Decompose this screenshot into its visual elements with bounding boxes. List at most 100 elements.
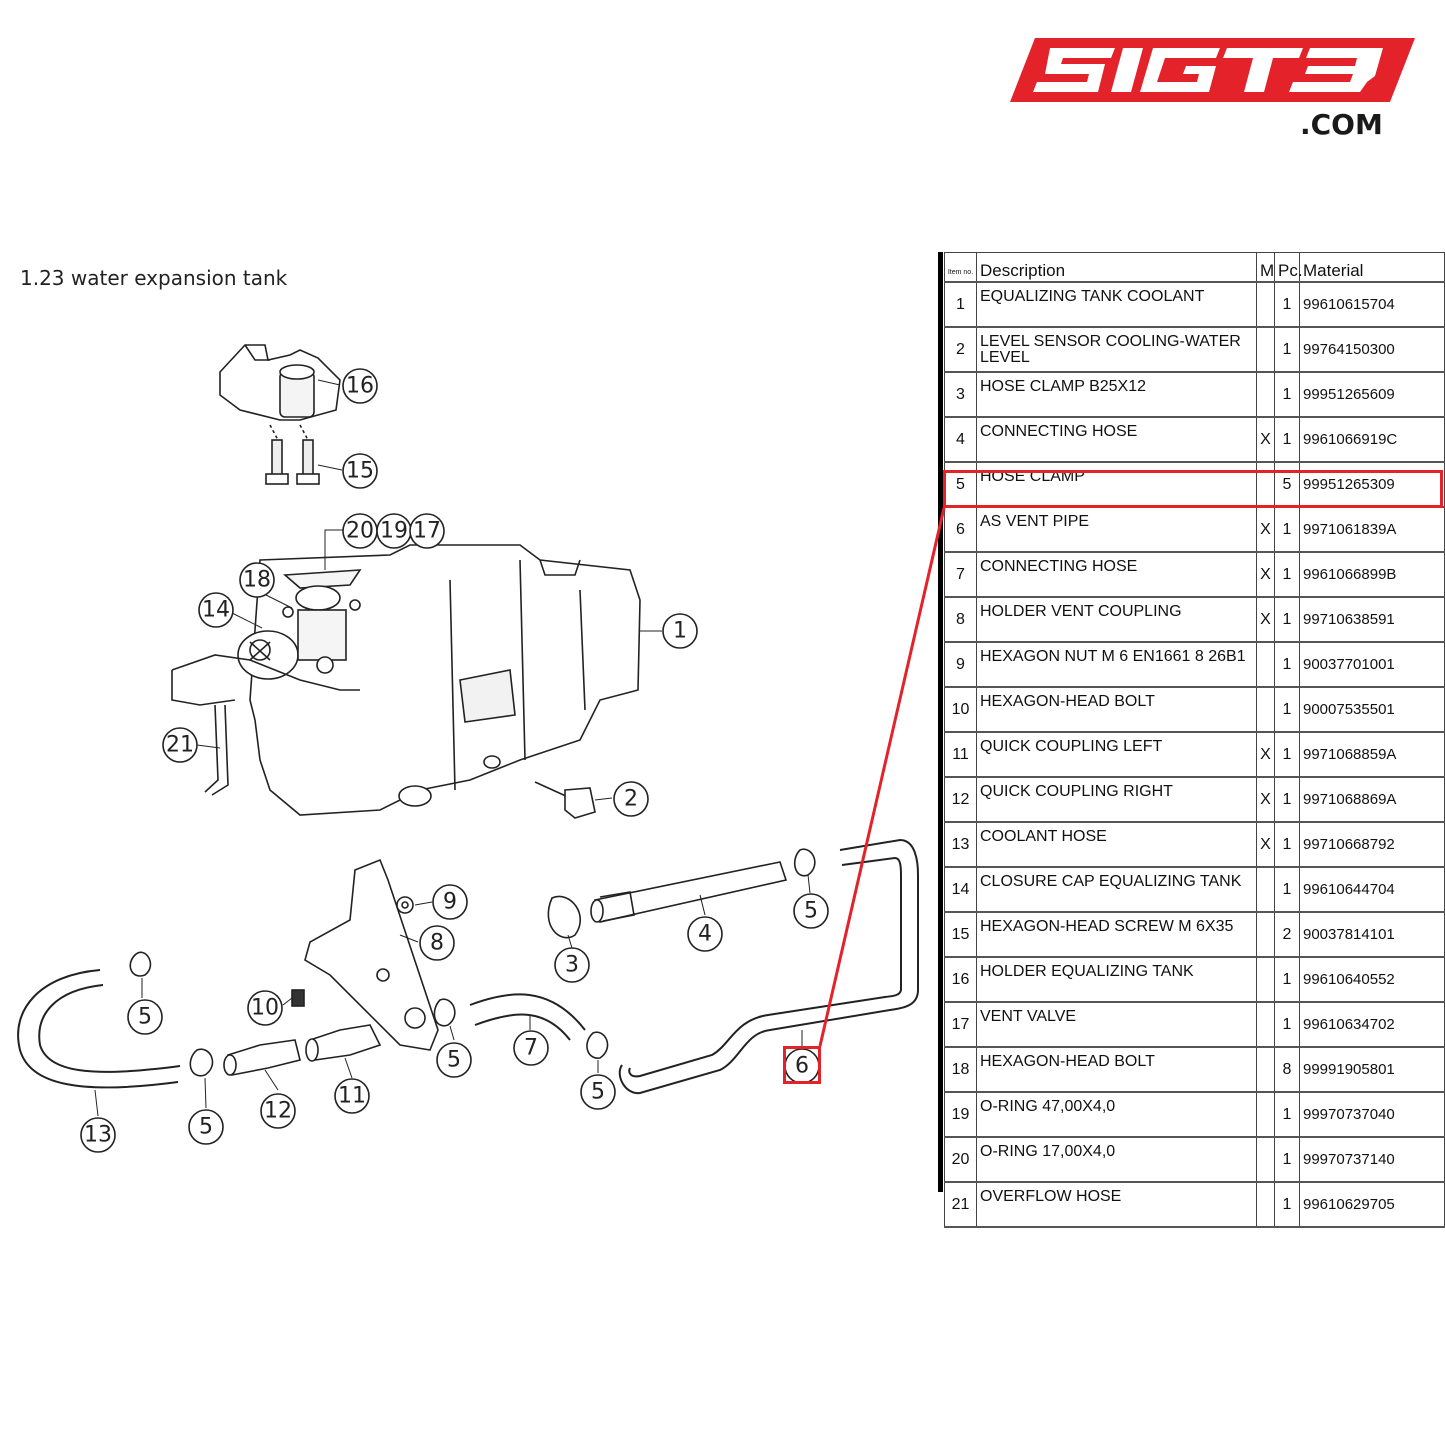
part-level-sensor-2[interactable] xyxy=(534,781,596,819)
part-overflow-hose-21[interactable] xyxy=(171,654,360,796)
label-5[interactable]: 5 xyxy=(199,1115,213,1140)
part-vent-valve-17[interactable] xyxy=(295,585,347,674)
label-5[interactable]: 5 xyxy=(804,899,818,924)
item-no-cell: 7 xyxy=(944,551,977,598)
item-no-cell: 9 xyxy=(944,641,977,688)
label-12[interactable]: 12 xyxy=(264,1099,292,1124)
label-7[interactable]: 7 xyxy=(524,1036,538,1061)
brand-logo[interactable] xyxy=(1005,30,1420,145)
description-cell: O-RING 47,00X4,0 xyxy=(976,1091,1257,1138)
item-no-cell: 12 xyxy=(944,776,977,823)
pc-cell: 1 xyxy=(1274,1181,1300,1228)
label-14[interactable]: 14 xyxy=(202,598,230,623)
m-cell: X xyxy=(1256,731,1275,778)
label-17[interactable]: 17 xyxy=(413,519,441,544)
label-5[interactable]: 5 xyxy=(447,1048,461,1073)
part-hex-bolt-10[interactable] xyxy=(291,989,305,1007)
exploded-parts-diagram: 16 15 20 19 17 18 14 1 21 2 9 8 10 11 12… xyxy=(17,344,919,1153)
item-no-cell: 11 xyxy=(944,731,977,778)
m-cell xyxy=(1256,1181,1275,1228)
part-connecting-hose-7[interactable] xyxy=(469,993,586,1041)
item-no-cell: 20 xyxy=(944,1136,977,1183)
part-hex-nut-9[interactable] xyxy=(396,896,414,914)
item-no-cell: 10 xyxy=(944,686,977,733)
part-quick-coupling-11[interactable] xyxy=(305,1024,382,1062)
material-cell: 9971068859A xyxy=(1299,731,1445,778)
description-cell: QUICK COUPLING LEFT xyxy=(976,731,1257,778)
label-3[interactable]: 3 xyxy=(565,953,579,978)
label-16[interactable]: 16 xyxy=(346,374,374,399)
part-expansion-tank-1[interactable] xyxy=(249,544,641,816)
table-divider xyxy=(938,252,943,1192)
part-coolant-hose-13[interactable] xyxy=(17,969,181,1089)
label-19[interactable]: 19 xyxy=(380,519,408,544)
label-8[interactable]: 8 xyxy=(430,931,444,956)
label-5[interactable]: 5 xyxy=(591,1080,605,1105)
description-cell: CONNECTING HOSE xyxy=(976,416,1257,463)
label-13[interactable]: 13 xyxy=(84,1123,112,1148)
item-no-cell: 14 xyxy=(944,866,977,913)
m-cell xyxy=(1256,1046,1275,1093)
material-cell: 9971068869A xyxy=(1299,776,1445,823)
part-closure-cap-14[interactable] xyxy=(237,630,299,680)
highlight-label-6 xyxy=(783,1046,821,1084)
label-2[interactable]: 2 xyxy=(624,787,638,812)
part-screws-15[interactable] xyxy=(265,424,320,485)
part-holder-8[interactable] xyxy=(304,858,439,1051)
label-15[interactable]: 15 xyxy=(346,459,374,484)
header-description: Description xyxy=(976,252,1257,283)
label-18[interactable]: 18 xyxy=(243,568,271,593)
pc-cell: 1 xyxy=(1274,956,1300,1003)
material-cell: 90007535501 xyxy=(1299,686,1445,733)
label-10[interactable]: 10 xyxy=(251,996,279,1021)
label-21[interactable]: 21 xyxy=(166,733,194,758)
material-cell: 99970737140 xyxy=(1299,1136,1445,1183)
pc-cell: 8 xyxy=(1274,1046,1300,1093)
material-cell: 99610640552 xyxy=(1299,956,1445,1003)
label-11[interactable]: 11 xyxy=(338,1084,366,1109)
label-1[interactable]: 1 xyxy=(673,619,687,644)
pc-cell: 1 xyxy=(1274,866,1300,913)
part-bolts-18[interactable] xyxy=(282,599,361,618)
label-4[interactable]: 4 xyxy=(698,922,712,947)
pc-cell: 1 xyxy=(1274,506,1300,553)
description-cell: HOSE CLAMP xyxy=(976,461,1257,508)
m-cell xyxy=(1256,326,1275,373)
material-cell: 99710668792 xyxy=(1299,821,1445,868)
pc-cell: 1 xyxy=(1274,641,1300,688)
material-cell: 90037701001 xyxy=(1299,641,1445,688)
part-connecting-hose-4[interactable] xyxy=(590,861,788,923)
label-5[interactable]: 5 xyxy=(138,1005,152,1030)
part-holder-16[interactable] xyxy=(219,344,341,421)
material-cell: 99610644704 xyxy=(1299,866,1445,913)
part-quick-coupling-12[interactable] xyxy=(223,1039,301,1076)
header-m: M xyxy=(1256,252,1275,283)
label-20[interactable]: 20 xyxy=(346,519,374,544)
label-6[interactable]: 6 xyxy=(795,1054,809,1079)
item-no-cell: 15 xyxy=(944,911,977,958)
part-hose-clamp-3[interactable] xyxy=(547,895,582,939)
label-9[interactable]: 9 xyxy=(443,890,457,915)
m-cell: X xyxy=(1256,776,1275,823)
